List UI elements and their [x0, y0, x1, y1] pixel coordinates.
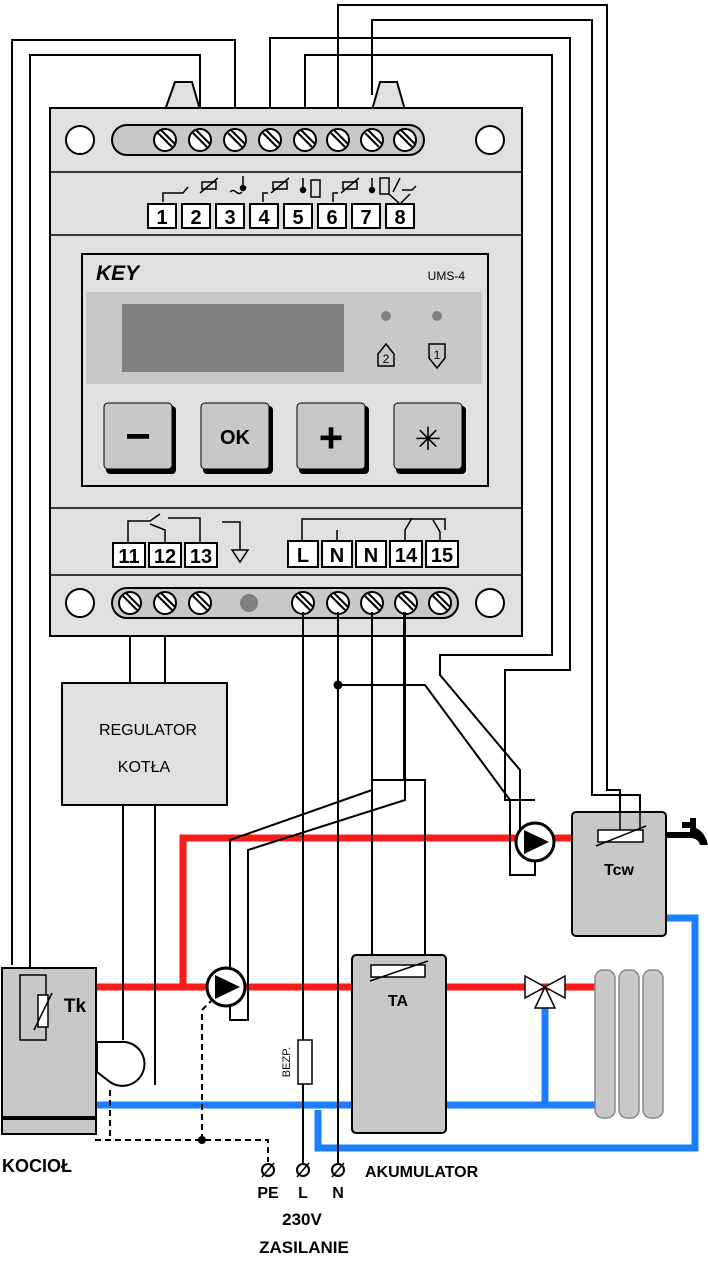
- led-label-2: 2: [383, 352, 390, 366]
- terminal-2: 2: [190, 207, 201, 229]
- wire-junction: [333, 680, 343, 690]
- led-indicator-2: [381, 311, 391, 321]
- lcd-display: [122, 304, 344, 372]
- supply-n-label: N: [332, 1185, 344, 1202]
- star-label: ✳: [415, 421, 442, 457]
- mount-hole: [65, 588, 95, 618]
- pe-ground-wire: [95, 997, 269, 1162]
- bottom-terminal-labels: 11 12 13 L N N 14 15: [112, 540, 459, 568]
- terminal-n1: N: [330, 545, 344, 567]
- model-label: UMS-4: [428, 269, 466, 283]
- terminal-3: 3: [224, 207, 235, 229]
- brand-logo: KEY: [96, 262, 141, 285]
- boiler-label: KOCIOŁ: [2, 1156, 72, 1176]
- outer-wires: [11, 4, 641, 985]
- top-terminal-labels: 1 2 3 4 5 6 7 8: [147, 203, 415, 229]
- hot-water-tank: Tcw: [571, 790, 708, 937]
- star-button[interactable]: ✳: [393, 402, 466, 474]
- controller-housing: 1 2 3 4 5 6 7 8 KEY UMS-4 2 1 −: [49, 81, 523, 637]
- top-clip-right: [370, 81, 407, 111]
- terminal-5: 5: [292, 207, 303, 229]
- tank-sensor-label: Tcw: [604, 862, 634, 879]
- regulator-kotla: REGULATOR KOTŁA: [61, 636, 228, 1085]
- blower-fan-icon: [96, 1040, 146, 1087]
- regulator-line1: REGULATOR: [99, 722, 197, 739]
- plus-label: +: [319, 414, 344, 461]
- supply-label: ZASILANIE: [259, 1238, 349, 1257]
- terminal-14: 14: [395, 545, 418, 567]
- led-label-1: 1: [434, 348, 441, 362]
- terminal-15: 15: [431, 545, 453, 567]
- supply-l-label: L: [298, 1185, 308, 1202]
- accumulator: TA AKUMULATOR: [351, 954, 479, 1181]
- led-indicator-1: [432, 311, 442, 321]
- ok-button[interactable]: OK: [200, 402, 273, 474]
- mount-hole: [475, 588, 505, 618]
- faucet-icon: [666, 818, 708, 845]
- top-clip-left: [163, 81, 202, 111]
- terminal-n2: N: [364, 545, 378, 567]
- terminal-11: 11: [118, 546, 139, 568]
- terminal-13: 13: [190, 546, 212, 568]
- fuse-label: BEZP.: [281, 1047, 293, 1077]
- accumulator-sensor-label: TA: [388, 993, 409, 1010]
- pump-hot-water-circuit[interactable]: [514, 821, 556, 863]
- pump-boiler-circuit[interactable]: [205, 966, 247, 1008]
- relay-symbols: [127, 513, 446, 564]
- boiler-sensor-label: Tk: [64, 996, 87, 1017]
- indicator-led: [240, 594, 258, 612]
- minus-label: −: [125, 412, 151, 461]
- supply-pe-label: PE: [257, 1185, 279, 1202]
- terminal-8: 8: [394, 207, 405, 229]
- terminal-1: 1: [156, 207, 167, 229]
- plus-button[interactable]: +: [296, 402, 369, 474]
- boiler: Tk KOCIOŁ: [1, 967, 146, 1176]
- three-way-valve-icon[interactable]: [524, 974, 566, 1009]
- terminal-7: 7: [360, 207, 371, 229]
- top-screws: [153, 128, 417, 152]
- circuit-2-icon: [377, 342, 395, 367]
- terminal-4: 4: [258, 207, 270, 229]
- terminal-l: L: [297, 545, 309, 567]
- accumulator-label: AKUMULATOR: [365, 1164, 479, 1181]
- bottom-screws: [118, 591, 452, 615]
- radiator-icon: [594, 969, 664, 1119]
- circuit-1-icon: [428, 343, 446, 370]
- ok-label: OK: [220, 427, 251, 449]
- cold-water-pipes: [95, 914, 699, 1152]
- regulator-line2: KOTŁA: [118, 759, 171, 776]
- terminal-6: 6: [326, 207, 337, 229]
- supply-voltage: 230V: [282, 1210, 322, 1229]
- fuse: BEZP.: [281, 1039, 313, 1085]
- supply-terminals: PE L N 230V ZASILANIE: [257, 1162, 349, 1257]
- mount-hole: [475, 125, 505, 155]
- sensor-symbols: [162, 176, 417, 206]
- terminal-12: 12: [154, 546, 176, 568]
- minus-button[interactable]: −: [103, 402, 176, 474]
- mount-hole: [65, 125, 95, 155]
